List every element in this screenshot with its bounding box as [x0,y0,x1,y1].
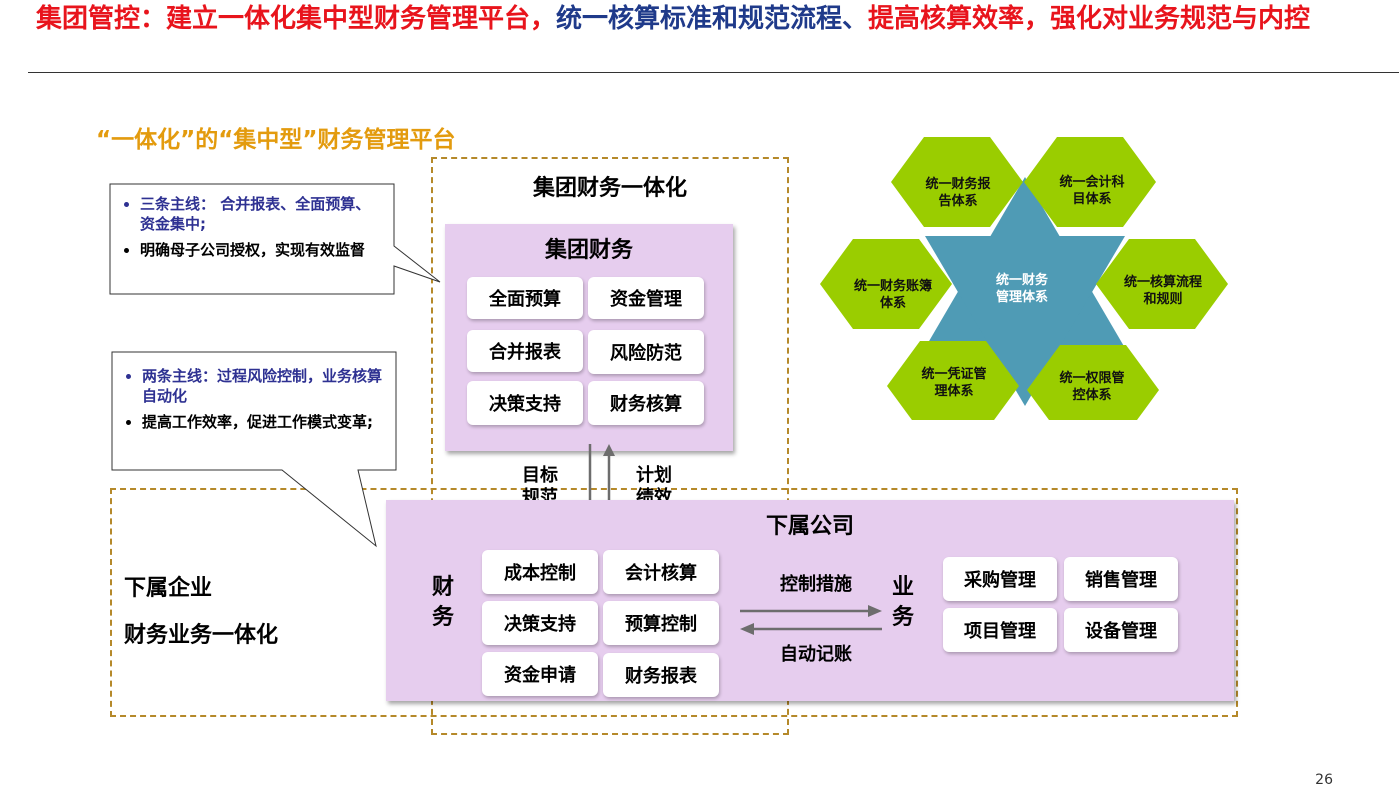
callout-top-item-2: 明确母子公司授权，实现有效监督 [140,240,382,260]
title-part-1: 集团管控：建立一体化集中型财务管理平台， [36,4,557,34]
header-divider [28,72,1399,73]
chip-equipment: 设备管理 [1064,608,1178,652]
callout-top-item-1: 三条主线： 合并报表、全面预算、资金集中; [140,194,382,234]
chip-decision-support-sub: 决策支持 [482,601,598,645]
chip-consolidated-report: 合并报表 [467,330,583,372]
subsidiary-dashed-frame [110,488,1238,717]
group-panel-title: 集团财务 [544,238,633,263]
hex-top-right [1024,137,1156,227]
chip-fund-management: 资金管理 [588,277,704,319]
hex-right [1096,239,1228,329]
chip-project: 项目管理 [943,608,1057,652]
hex-label-bottom-right: 统一权限管 控体系 [1059,371,1125,403]
subsidiary-label-2: 财务业务一体化 [124,623,279,648]
star-triangle-down [925,236,1125,406]
title-part-2: 统一核算标准和规范流程、 [556,4,869,34]
callout-bottom-shape [111,351,397,548]
hex-bottom-right [1027,345,1159,420]
group-heading: 集团财务一体化 [532,176,687,201]
callout-bottom-item-2: 提高工作效率，促进工作模式变革; [142,412,384,432]
hexagram-diagram [820,137,1228,420]
chip-fund-application: 资金申请 [482,652,598,696]
callout-bottom-item-1: 两条主线：过程风险控制，业务核算自动化 [142,366,384,406]
page-title: 集团管控：建立一体化集中型财务管理平台，统一核算标准和规范流程、提高核算效率，强… [36,4,1366,35]
chip-procurement: 采购管理 [943,557,1057,601]
chip-sales: 销售管理 [1064,557,1178,601]
chip-cost-control: 成本控制 [482,550,598,594]
hex-label-top-left: 统一财务报 告体系 [925,177,991,209]
hex-bottom-left [887,341,1019,420]
chip-financial-statements: 财务报表 [603,653,719,697]
business-vertical-label: 业 务 [891,575,914,630]
section-subtitle: “一体化”的“集中型”财务管理平台 [96,127,456,153]
chip-budget-control: 预算控制 [603,601,719,645]
page-number: 26 [1315,772,1333,788]
horizontal-arrows [740,605,882,635]
label-control-measures: 控制措施 [780,574,852,595]
hex-label-top-right: 统一会计科 目体系 [1059,175,1125,207]
title-part-3: 提高核算效率，强化对业务规范与内控 [868,4,1311,34]
chip-decision-support: 决策支持 [467,381,583,425]
hex-label-right: 统一核算流程 和规则 [1123,275,1202,307]
hex-center-label: 统一财务 管理体系 [995,273,1048,305]
label-auto-bookkeeping: 自动记账 [780,644,852,665]
group-dashed-frame [431,157,789,735]
callout-top-shape [109,183,441,295]
chip-financial-accounting: 财务核算 [588,381,704,425]
subsidiary-label-1: 下属企业 [124,576,213,601]
chip-full-budget: 全面预算 [467,277,583,319]
hex-label-bottom-left: 统一凭证管 理体系 [921,367,987,399]
chip-risk-prevention: 风险防范 [588,330,704,374]
callout-top: 三条主线： 合并报表、全面预算、资金集中; 明确母子公司授权，实现有效监督 [120,194,382,266]
chip-accounting: 会计核算 [603,550,719,594]
hex-top-left [891,137,1023,227]
hex-label-left: 统一财务账簿 体系 [853,279,932,311]
hex-left [820,239,952,329]
finance-vertical-label: 财 务 [431,575,454,630]
callout-bottom: 两条主线：过程风险控制，业务核算自动化 提高工作效率，促进工作模式变革; [122,366,384,438]
subsidiary-panel-title: 下属公司 [765,514,854,539]
